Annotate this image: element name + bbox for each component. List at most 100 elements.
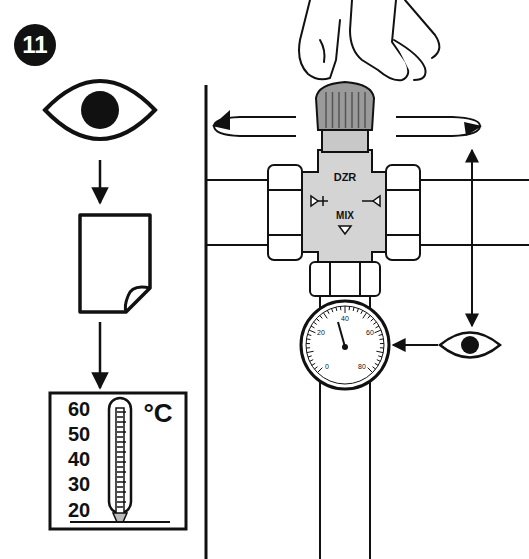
gauge-tick <box>357 308 358 312</box>
thermometer-tick <box>117 466 123 468</box>
eye-pupil <box>81 91 119 129</box>
thermometer-tick <box>117 456 123 458</box>
thermometer-box <box>50 393 186 529</box>
gauge-tick <box>379 334 383 335</box>
gauge-tick <box>376 326 379 328</box>
gauge <box>301 301 389 389</box>
gauge-tick <box>373 322 376 324</box>
thermometer-tick <box>117 471 126 473</box>
gauge-tick <box>353 307 355 311</box>
thermometer-tick <box>117 506 123 508</box>
eye-icon <box>45 81 155 139</box>
gauge-tick <box>368 368 373 373</box>
thermometer-tick <box>117 451 126 453</box>
gauge-tick <box>349 306 350 310</box>
step-number: 11 <box>22 33 47 57</box>
thermometer-tick <box>117 441 126 443</box>
knob-rib <box>325 92 327 128</box>
thermometer-bulb <box>113 513 127 522</box>
gauge-tick <box>380 347 384 348</box>
gauge-tick <box>308 356 312 357</box>
eye-pupil <box>461 336 479 354</box>
scale-number: 50 <box>68 424 90 444</box>
gauge-tick <box>345 306 346 313</box>
valve-body <box>302 150 386 262</box>
gauge-tick <box>363 313 367 319</box>
gauge-number: 0 <box>325 363 329 370</box>
gauge-tick <box>378 356 382 357</box>
valve-knob <box>316 82 374 130</box>
thermometer-column <box>116 408 124 514</box>
thermometer-tick <box>117 436 123 438</box>
thermometer-tick <box>117 431 126 433</box>
thermometer-tick <box>117 421 126 423</box>
unit-label: °C <box>143 400 172 426</box>
thermometer-tick <box>117 476 123 478</box>
gauge-tick <box>314 367 317 369</box>
valve-bonnet <box>322 130 368 152</box>
gauge-tick <box>376 351 383 352</box>
valve-marking: DZR <box>334 172 357 183</box>
gauge-tick <box>317 368 322 373</box>
knob-rib <box>364 92 366 128</box>
step-circle <box>14 24 56 66</box>
scale-number: 20 <box>68 500 90 520</box>
gauge-tick <box>310 360 314 362</box>
thermometer-tick <box>117 481 126 483</box>
gauge-tick <box>375 363 378 365</box>
knob-rib <box>332 92 334 128</box>
rotation-arrow <box>212 110 482 136</box>
document-icon <box>80 215 150 312</box>
gauge-tick <box>306 343 310 344</box>
thermometer-tick <box>117 491 126 493</box>
flow-symbol <box>311 196 380 234</box>
gauge-tick <box>306 338 310 340</box>
gauge-tick <box>380 338 384 340</box>
gauge-tick <box>307 334 311 335</box>
thermometer-tick <box>117 446 123 448</box>
gauge-number: 40 <box>341 315 349 322</box>
thermometer-tick <box>117 461 126 463</box>
gauge-tick <box>312 363 315 365</box>
gauge-hub <box>342 344 348 350</box>
eye-icon <box>440 333 500 358</box>
gauge-tick <box>375 330 381 333</box>
gauge-tick <box>371 319 374 322</box>
gauge-tick <box>377 360 381 362</box>
gauge-tick <box>327 310 329 314</box>
gauge-tick <box>340 306 341 310</box>
thermometer-tube <box>109 398 131 513</box>
thermometer-tick <box>117 486 123 488</box>
gauge-tick <box>332 308 333 312</box>
knob-rib <box>338 92 340 128</box>
gauge-tick <box>316 319 319 322</box>
knob-rib <box>351 92 353 128</box>
gauge-tick <box>320 315 323 318</box>
thermometer-tick <box>117 416 123 418</box>
gauge-tick <box>380 343 384 344</box>
gauge-number: 80 <box>358 363 366 370</box>
thermometer-tick <box>117 411 126 413</box>
gauge-tick <box>361 310 363 314</box>
gauge-tick <box>311 326 314 328</box>
valve-marking: MIX <box>336 211 354 221</box>
scale-number: 40 <box>68 449 90 469</box>
hand <box>299 0 439 80</box>
gauge-tick <box>335 307 337 311</box>
gauge-tick <box>306 347 310 348</box>
thermometer-tick <box>117 426 123 428</box>
scale-number: 30 <box>68 474 90 494</box>
gauge-tick <box>368 315 371 318</box>
scale-number: 60 <box>68 399 90 419</box>
thermometer-tick <box>117 501 126 503</box>
flow-arrow <box>99 160 102 203</box>
gauge-tick <box>323 313 327 319</box>
gauge-tick <box>307 351 314 352</box>
document-fold <box>125 287 150 312</box>
gauge-rim <box>306 306 384 384</box>
view-arrow <box>393 344 438 346</box>
gauge-needle <box>338 322 345 347</box>
knob-rib <box>358 92 360 128</box>
separator-line <box>205 85 208 559</box>
